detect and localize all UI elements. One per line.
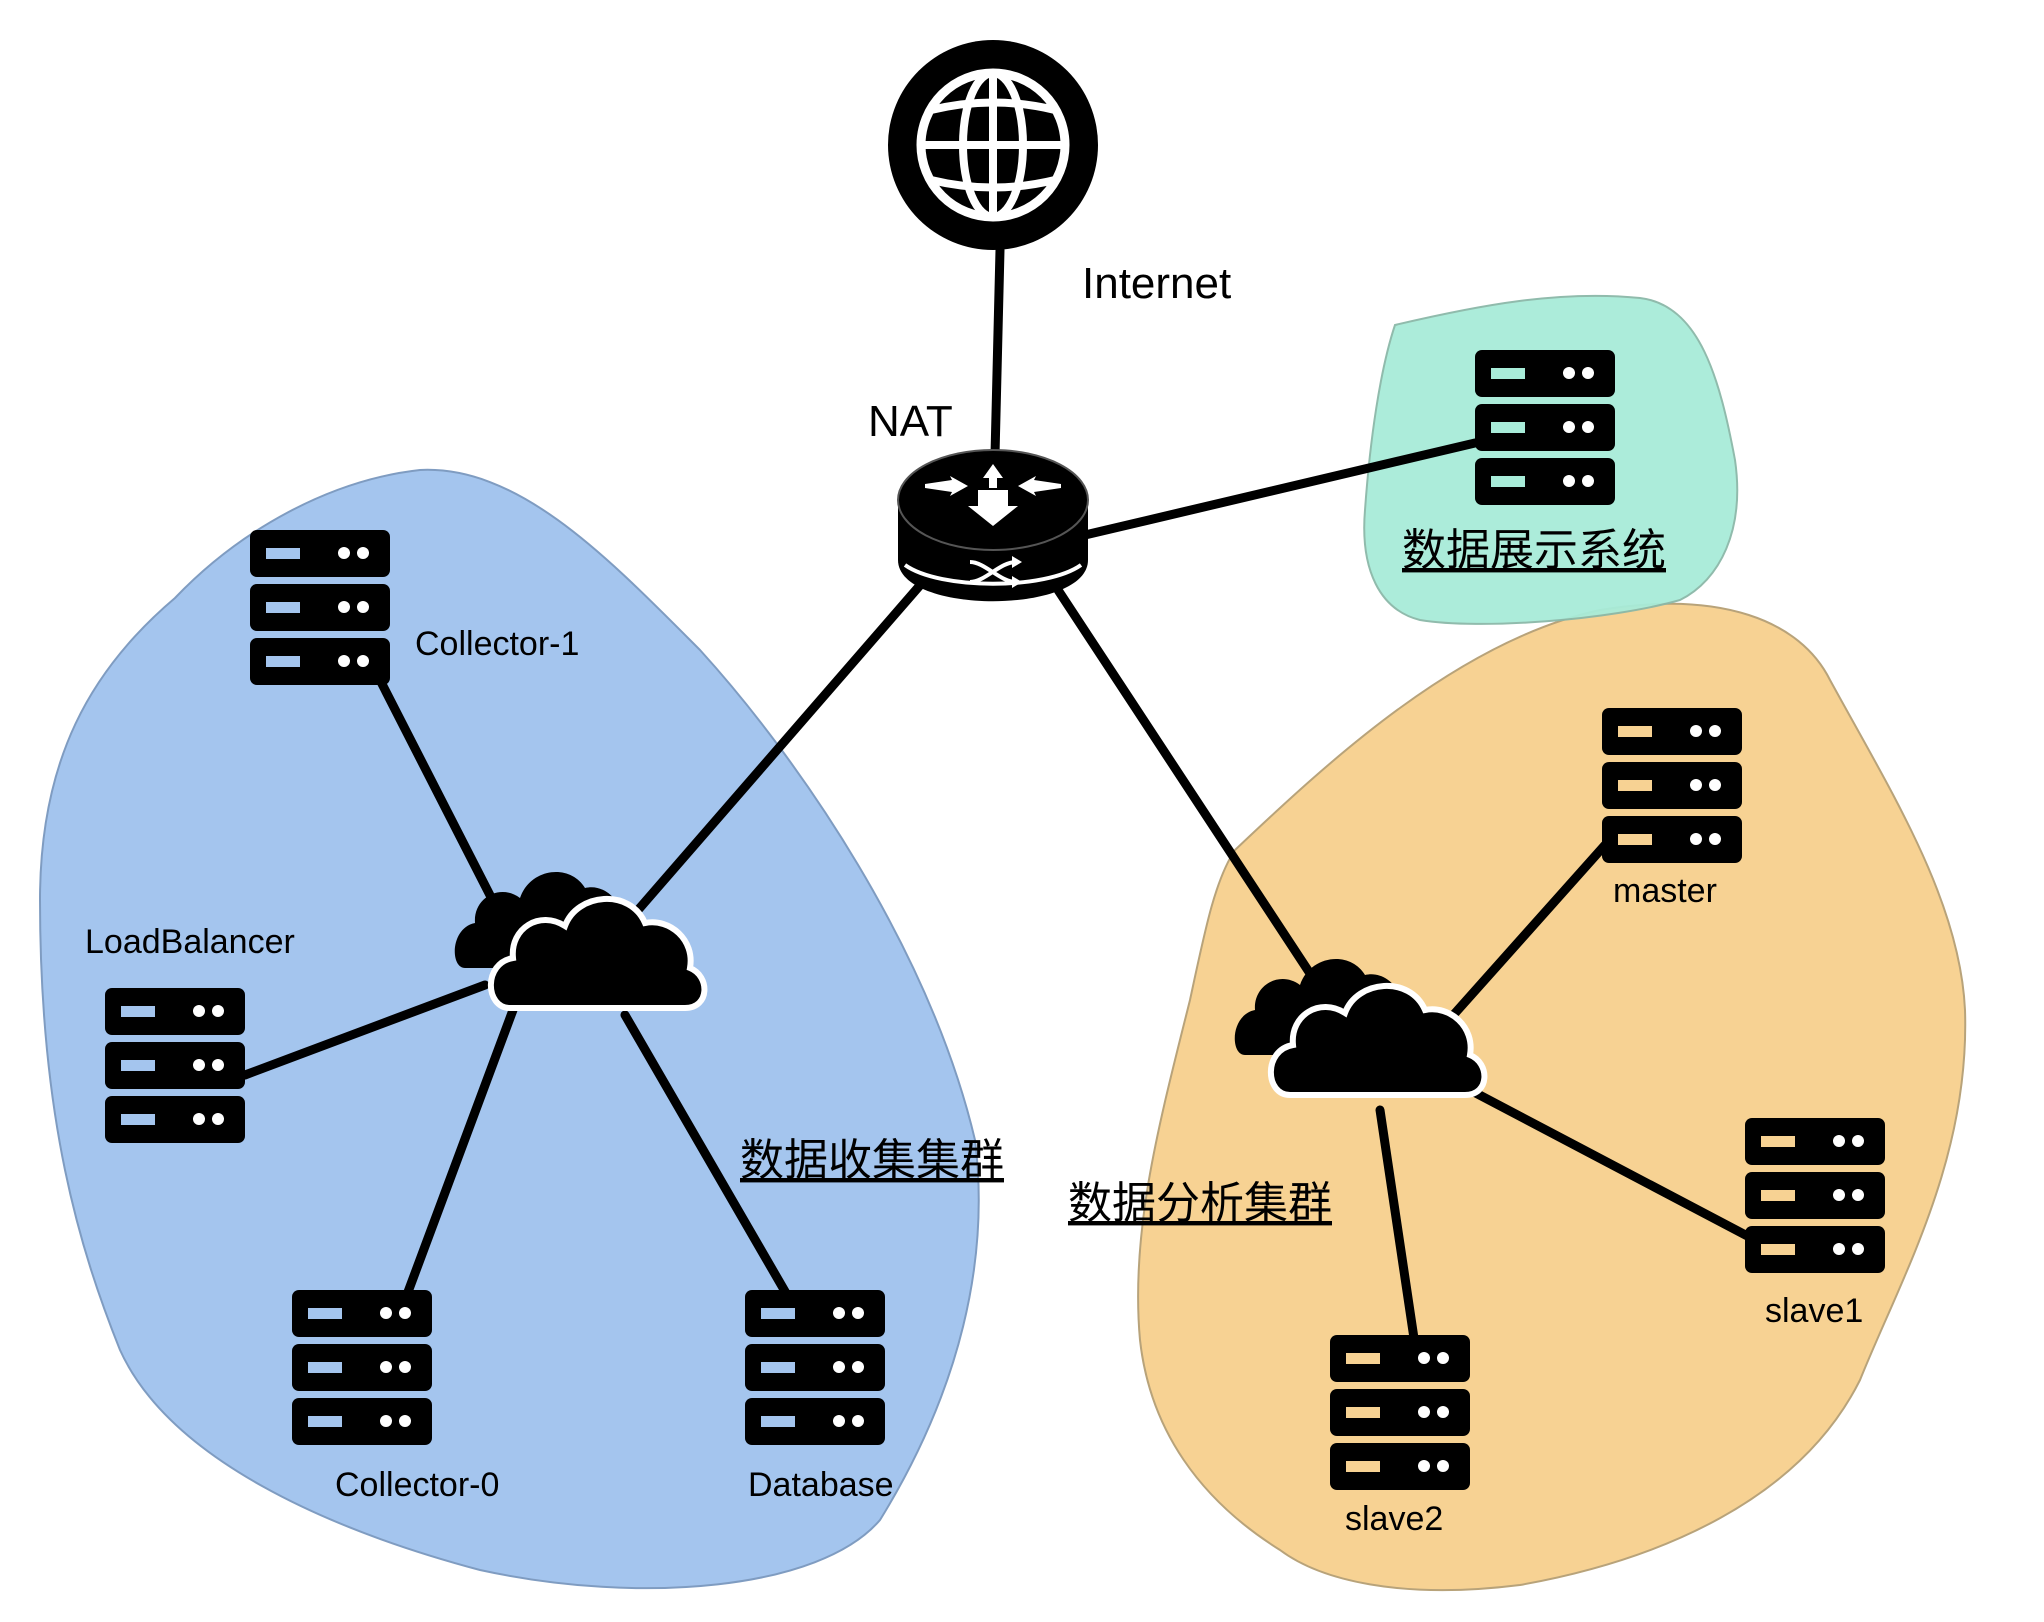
database-server [745,1290,885,1445]
server-icon [105,988,245,1143]
analysis-zone-label: 数据分析集群 [1068,1178,1332,1229]
link-cloud-collector0 [400,1005,518,1305]
nat-node: NAT [868,397,1089,602]
server-icon [745,1290,885,1445]
master-server [1602,708,1742,863]
master-label: master [1613,872,1717,910]
collector0-server [292,1290,432,1445]
internet-label: Internet [1082,259,1231,308]
collector0-label: Collector-0 [335,1466,499,1504]
nat-label: NAT [868,397,953,446]
display-server [1475,350,1615,505]
server-icon [1602,708,1742,863]
link-cloud-collector1 [375,675,500,910]
loadbalancer-server [105,988,245,1143]
link-nat-analysis-cloud [1053,585,1318,983]
link-internet-nat [990,245,1005,460]
display-zone-label: 数据展示系统 [1402,525,1666,576]
database-label: Database [748,1466,894,1504]
collection-zone-label: 数据收集集群 [740,1135,1004,1186]
link-cloud-master [1435,840,1610,1035]
collector1-label: Collector-1 [415,625,579,663]
link-cloud-database [620,1010,795,1305]
link-cloud-slave2 [1375,1105,1420,1350]
router-icon [897,449,1089,602]
slave1-label: slave1 [1765,1292,1863,1330]
server-icon [250,530,390,685]
link-nat-collection-cloud [620,578,927,930]
loadbalancer-label: LoadBalancer [85,923,295,961]
globe-icon [888,40,1098,250]
slave1-server [1745,1118,1885,1273]
analysis-zone [1137,602,1967,1592]
link-cloud-slave1 [1465,1085,1760,1245]
link-nat-display [1080,438,1480,540]
server-icon [292,1290,432,1445]
internet-node: Internet [888,40,1231,308]
collector1-server [250,530,390,685]
server-icon [1330,1335,1470,1490]
slave2-server [1330,1335,1470,1490]
link-cloud-loadbalancer [240,980,490,1080]
server-icon [1745,1118,1885,1273]
slave2-label: slave2 [1345,1500,1443,1538]
server-icon [1475,350,1615,505]
